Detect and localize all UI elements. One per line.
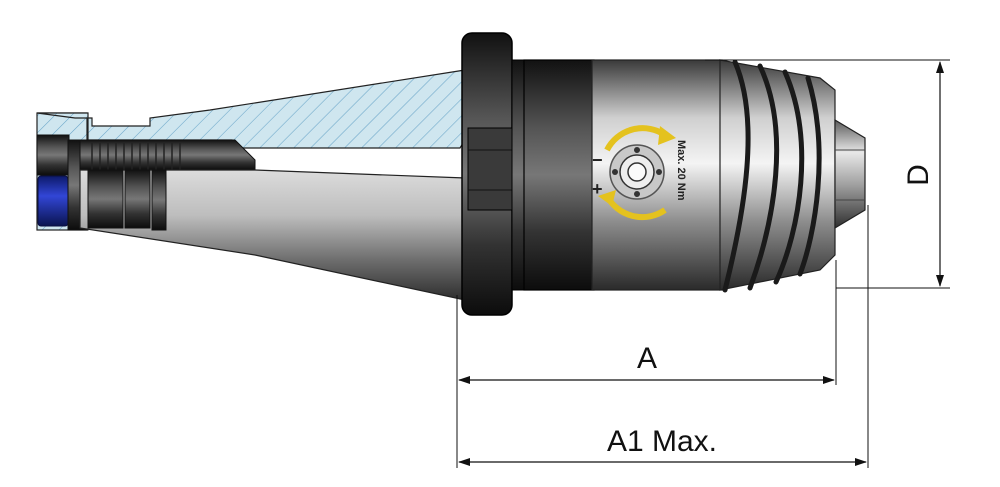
dimension-a1-label: A1 Max. xyxy=(607,425,717,458)
dimension-d-label: D xyxy=(902,164,935,186)
dimension-a-label: A xyxy=(637,342,657,375)
torque-label: Max. 20 Nm xyxy=(675,140,687,201)
taper-shank xyxy=(79,169,466,301)
blue-sleeve xyxy=(37,175,69,227)
rotation-arrows-icon xyxy=(598,125,676,221)
dimension-a: A xyxy=(458,342,835,384)
dimension-d: D xyxy=(902,61,944,287)
extension-lines xyxy=(456,59,950,468)
flange xyxy=(461,32,527,316)
minus-sign: − xyxy=(592,150,603,170)
chuck-body xyxy=(523,59,866,293)
taper-section xyxy=(36,69,466,171)
torque-key xyxy=(609,144,665,200)
dimension-a1: A1 Max. xyxy=(458,425,867,466)
chuck-nose xyxy=(834,118,866,230)
plus-sign: + xyxy=(592,179,603,199)
